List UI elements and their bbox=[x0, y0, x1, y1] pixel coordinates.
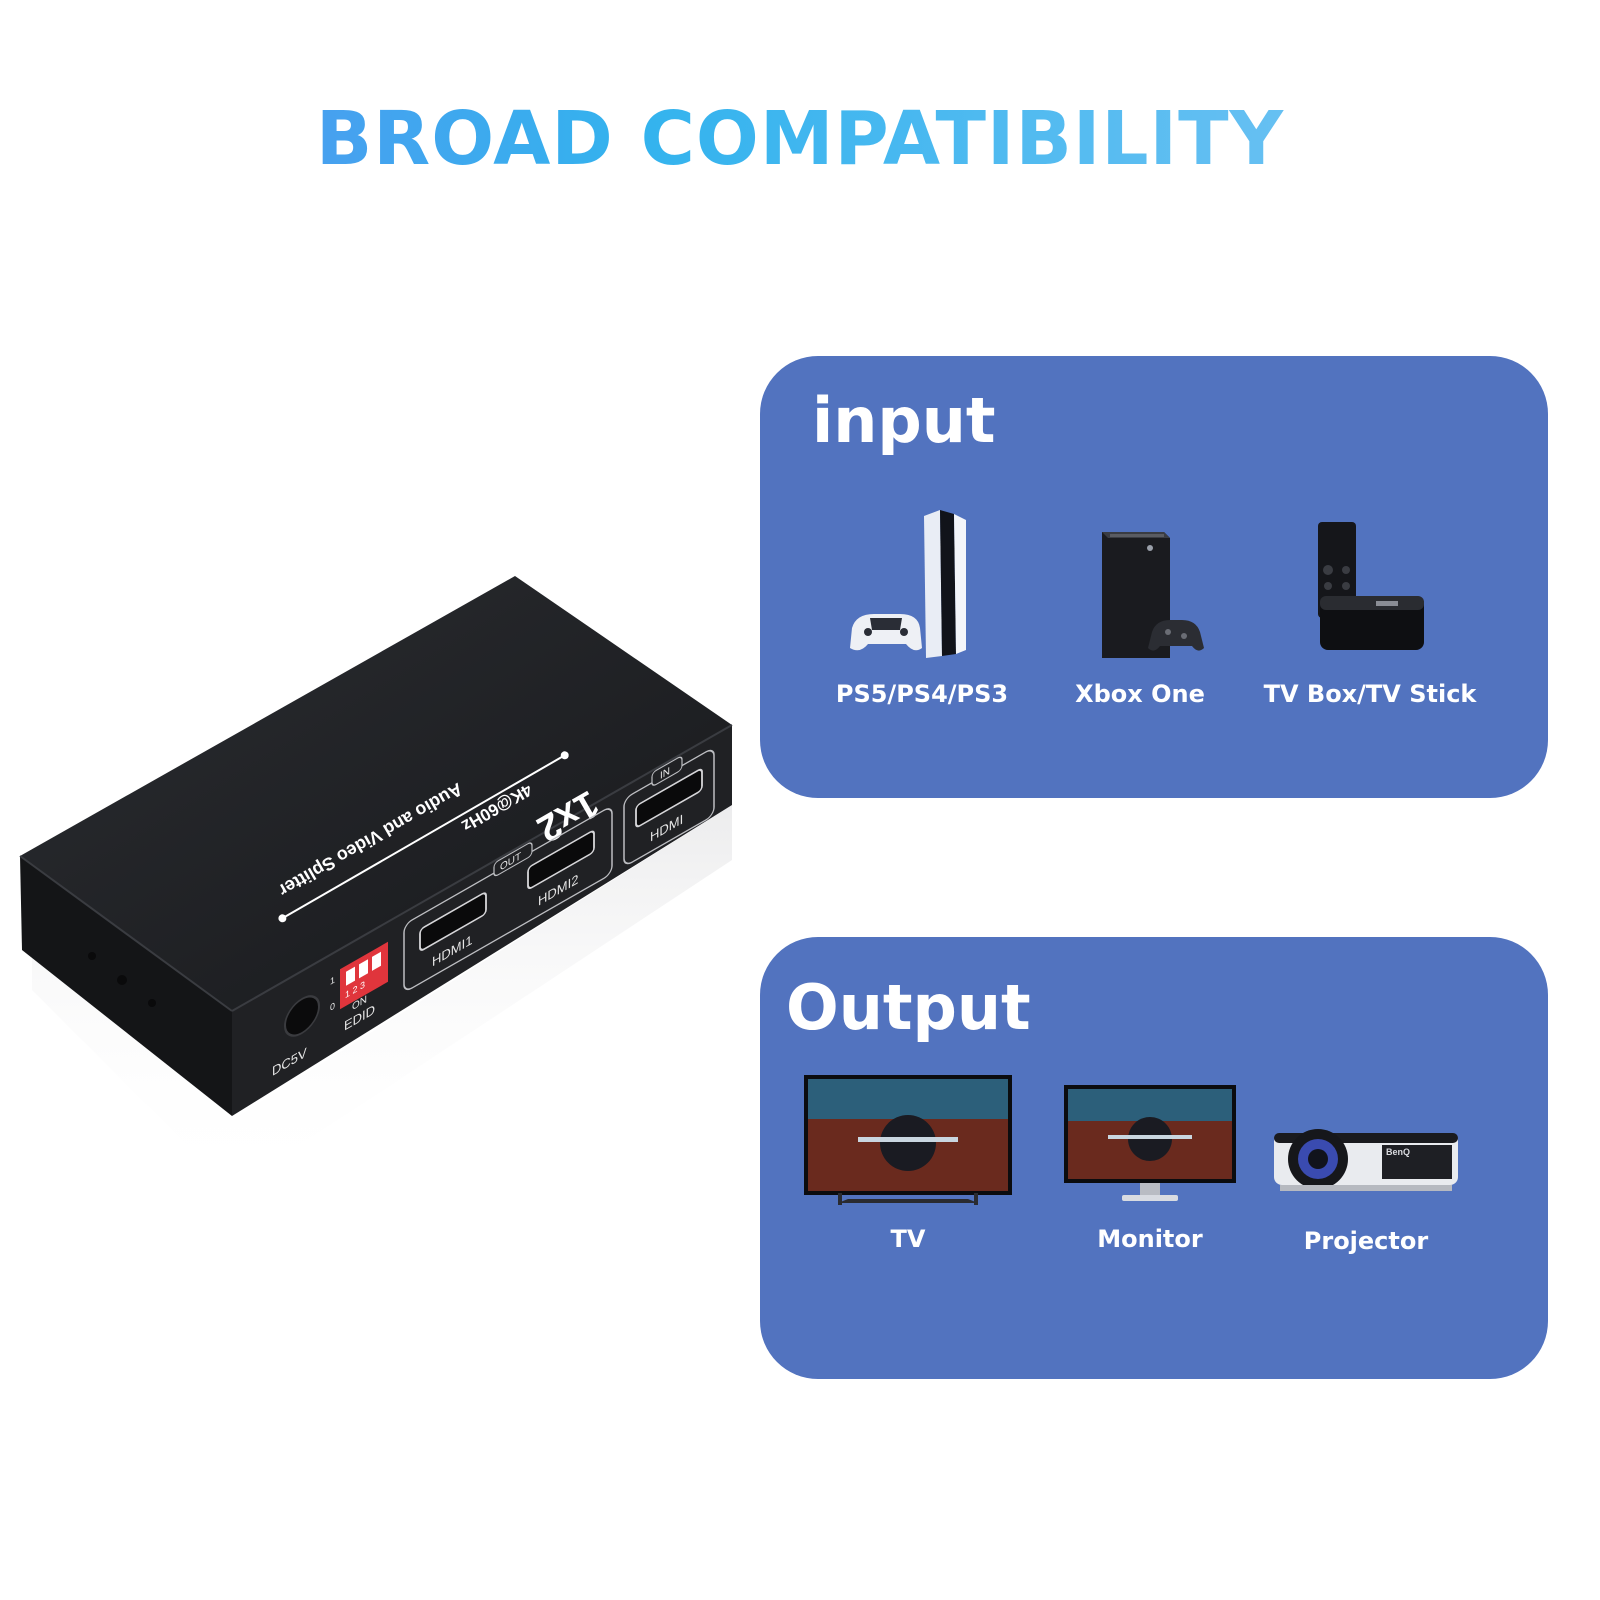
output-item-tv: TV bbox=[778, 1071, 1038, 1253]
hdmi-in-port bbox=[635, 768, 703, 828]
input-panel-title: input bbox=[812, 384, 996, 457]
splitter-illustration: 1x2 4K@60Hz Audio and Video Splitter DC5… bbox=[19, 576, 733, 1190]
device-top-face bbox=[20, 576, 732, 1011]
output-item-label: Monitor bbox=[1097, 1225, 1203, 1253]
tv-icon bbox=[804, 1075, 1012, 1205]
switch-pos-0: 0 bbox=[330, 1000, 336, 1013]
projector-brand: BenQ bbox=[1386, 1147, 1410, 1157]
input-panel: input PS5/PS4/PS3 Xbox One bbox=[760, 356, 1548, 798]
output-item-projector: BenQ Projector bbox=[1236, 1113, 1496, 1255]
device-front-face bbox=[232, 725, 732, 1116]
switch-pos-1: 1 bbox=[330, 975, 335, 988]
hdmi2-port bbox=[527, 830, 595, 890]
xbox-console-icon bbox=[1102, 532, 1204, 658]
device-left-face bbox=[20, 856, 232, 1116]
input-item-label: Xbox One bbox=[1075, 680, 1205, 708]
output-panel-title: Output bbox=[786, 971, 1031, 1044]
input-item-playstation: PS5/PS4/PS3 bbox=[792, 506, 1052, 708]
input-item-label: PS5/PS4/PS3 bbox=[835, 680, 1009, 708]
game-console-icon bbox=[850, 510, 966, 658]
headline: BROAD COMPATIBILITY bbox=[0, 96, 1600, 182]
input-item-xbox: Xbox One bbox=[1010, 506, 1270, 708]
dc-power-jack bbox=[284, 995, 320, 1037]
tv-box-icon bbox=[1318, 522, 1424, 650]
input-item-label: TV Box/TV Stick bbox=[1263, 680, 1477, 708]
in-tag: IN bbox=[660, 765, 670, 782]
monitor-icon bbox=[1064, 1085, 1236, 1201]
projector-icon: BenQ bbox=[1274, 1129, 1458, 1191]
hdmi1-port bbox=[419, 892, 487, 951]
output-item-label: TV bbox=[890, 1225, 926, 1253]
output-item-label: Projector bbox=[1303, 1227, 1429, 1255]
output-item-monitor: Monitor bbox=[1020, 1081, 1280, 1253]
output-panel: Output TV Monitor bbox=[760, 937, 1548, 1379]
input-item-tv-box: TV Box/TV Stick bbox=[1240, 506, 1500, 708]
hdmi-splitter-device: 1x2 4K@60Hz Audio and Video Splitter DC5… bbox=[0, 560, 760, 1220]
